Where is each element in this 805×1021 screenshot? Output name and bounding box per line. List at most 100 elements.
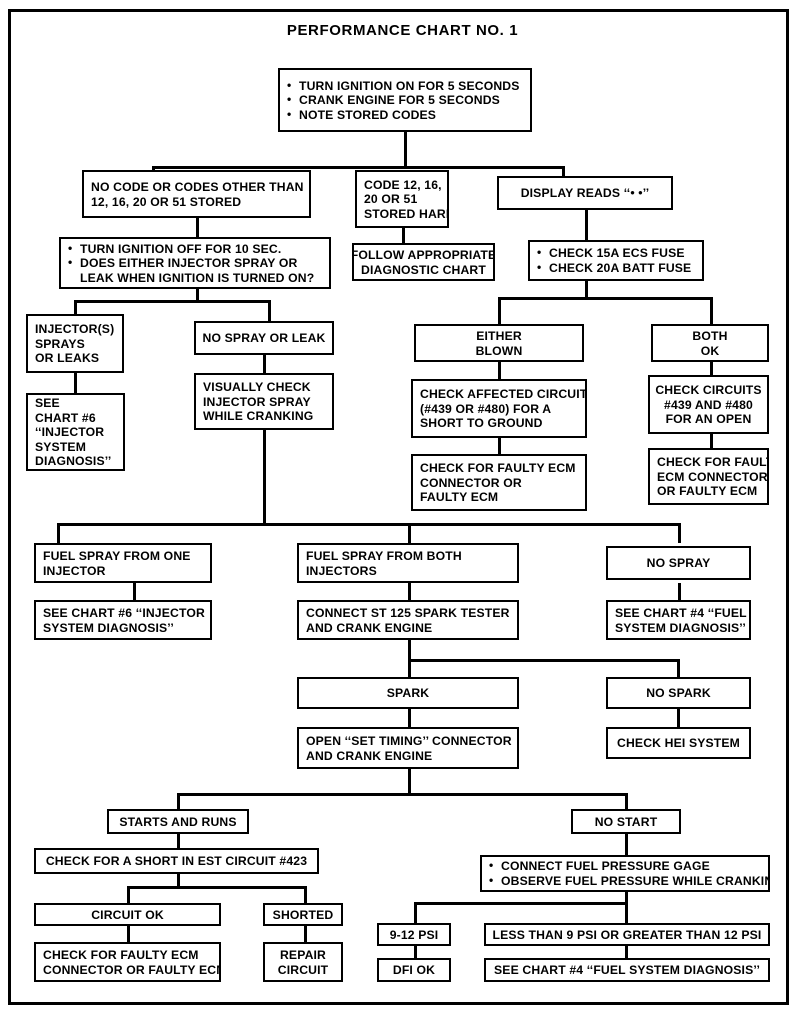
connector-to-shorted — [304, 886, 307, 903]
no-spray-leak-line-1: NO SPRAY OR LEAK — [202, 331, 326, 346]
connector-to-circuit-ok — [127, 886, 130, 903]
node-no-spray[interactable]: NO SPRAY — [606, 546, 751, 580]
node-no-start[interactable]: NO START — [571, 809, 681, 834]
node-connect-st125-spark-tester[interactable]: CONNECT ST 125 SPARK TESTER AND CRANK EN… — [297, 600, 519, 640]
shorted-line-1: SHORTED — [272, 907, 334, 922]
node-display-reads[interactable]: DISPLAY READS ‘‘• •’’ — [497, 176, 673, 210]
node-visually-check-injector-spray[interactable]: VISUALLY CHECK INJECTOR SPRAY WHILE CRAN… — [194, 373, 334, 430]
faulty-ecm-left-line-1: CHECK FOR FAULTY ECM — [420, 461, 576, 476]
node-see-chart-4a[interactable]: SEE CHART #4 ‘‘FUEL SYSTEM DIAGNOSIS’’ — [606, 600, 751, 640]
connector-to-injectors-spray — [74, 300, 77, 314]
check-affected-line-2: (#439 OR #480) FOR A — [420, 401, 552, 416]
node-check-faulty-ecm-right[interactable]: CHECK FOR FAULTY ECM CONNECTOR OR FAULTY… — [648, 448, 769, 505]
start-line-3: NOTE STORED CODES — [287, 107, 523, 123]
connector-to-no-spray-leak — [268, 300, 271, 321]
node-dfi-ok[interactable]: DFI OK — [377, 958, 451, 982]
check-affected-line-3: SHORT TO GROUND — [420, 416, 543, 431]
node-follow-appropriate-chart[interactable]: FOLLOW APPROPRIATE DIAGNOSTIC CHART — [352, 243, 495, 281]
repair-circuit-line-2: CIRCUIT — [277, 962, 329, 977]
node-both-ok[interactable]: BOTH OK — [651, 324, 769, 362]
node-see-chart-4b[interactable]: SEE CHART #4 ‘‘FUEL SYSTEM DIAGNOSIS’’ — [484, 958, 770, 982]
either-blown-line-2: BLOWN — [475, 343, 523, 358]
node-starts-and-runs[interactable]: STARTS AND RUNS — [107, 809, 249, 834]
connector-spraymboth-st125 — [408, 583, 411, 600]
connector-to-psi-bad — [625, 902, 628, 923]
node-psi-out-of-range[interactable]: LESS THAN 9 PSI OR GREATER THAN 12 PSI — [484, 923, 770, 946]
open-set-timing-line-1: OPEN ‘‘SET TIMING’’ CONNECTOR — [306, 733, 512, 748]
connector-spark-opentiming — [408, 709, 411, 727]
connector-to-display-reads — [562, 166, 565, 177]
node-shorted[interactable]: SHORTED — [263, 903, 343, 926]
connector-visual-down — [263, 430, 266, 526]
connector-st125-down — [408, 636, 411, 659]
no-spark-line-1: NO SPARK — [646, 686, 711, 701]
code-hard-line-3: STORED HARD — [364, 206, 449, 221]
injectors-spray-line-3: OR LEAKS — [35, 351, 100, 366]
node-fuel-spray-both-injectors[interactable]: FUEL SPRAY FROM BOTH INJECTORS — [297, 543, 519, 583]
node-9-12-psi[interactable]: 9-12 PSI — [377, 923, 451, 946]
node-check-affected-circuit[interactable]: CHECK AFFECTED CIRCUIT (#439 OR #480) FO… — [411, 379, 587, 438]
node-spark[interactable]: SPARK — [297, 677, 519, 709]
node-code-stored-hard[interactable]: CODE 12, 16, 20 OR 51 STORED HARD — [355, 170, 449, 228]
node-either-blown[interactable]: EITHER BLOWN — [414, 324, 584, 362]
follow-chart-line-2: DIAGNOSTIC CHART — [361, 262, 486, 277]
node-check-circuits-439-480[interactable]: CHECK CIRCUITS #439 AND #480 FOR AN OPEN — [648, 375, 769, 434]
spark-line-1: SPARK — [386, 686, 430, 701]
circuit-ok-line-1: CIRCUIT OK — [91, 907, 164, 922]
connector-spark-bus — [408, 659, 680, 662]
connect-gage-line-1: CONNECT FUEL PRESSURE GAGE — [489, 858, 761, 874]
node-check-fuses[interactable]: CHECK 15A ECS FUSE CHECK 20A BATT FUSE — [528, 240, 704, 281]
check-hei-line-1: CHECK HEI SYSTEM — [617, 736, 740, 751]
start-line-1: TURN IGNITION ON FOR 5 SECONDS — [287, 78, 523, 94]
connector-row1-bus — [152, 166, 565, 169]
node-no-code[interactable]: NO CODE OR CODES OTHER THAN 12, 16, 20 O… — [82, 170, 311, 218]
check-fuses-line-1: CHECK 15A ECS FUSE — [537, 245, 695, 261]
node-see-chart-6-injector-system[interactable]: SEE CHART #6 ‘‘INJECTOR SYSTEM DIAGNOSIS… — [26, 393, 125, 471]
no-start-line-1: NO START — [594, 814, 658, 829]
start-line-2: CRANK ENGINE FOR 5 SECONDS — [287, 92, 523, 108]
connector-to-spark — [408, 659, 411, 677]
see-chart6a-line-4: SYSTEM — [35, 439, 87, 454]
follow-chart-line-1: FOLLOW APPROPRIATE — [352, 247, 495, 262]
node-check-faulty-ecm-left[interactable]: CHECK FOR FAULTY ECM CONNECTOR OR FAULTY… — [411, 454, 587, 511]
node-injectors-spray-or-leak[interactable]: INJECTOR(S) SPRAYS OR LEAKS — [26, 314, 124, 373]
node-connect-fuel-pressure-gage[interactable]: CONNECT FUEL PRESSURE GAGE OBSERVE FUEL … — [480, 855, 770, 892]
check-est-line-1: CHECK FOR A SHORT IN EST CIRCUIT #423 — [45, 854, 308, 869]
connector-shorted-repair — [304, 925, 307, 942]
connector-checkaffected-ecmleft — [498, 438, 501, 454]
faulty-ecm-bottom-line-1: CHECK FOR FAULTY ECM — [43, 947, 199, 962]
node-turn-ignition-off[interactable]: TURN IGNITION OFF FOR 10 SEC. DOES EITHE… — [59, 237, 331, 289]
code-hard-line-2: 20 OR 51 — [364, 192, 418, 207]
check-circuits-line-2: #439 AND #480 — [664, 397, 753, 412]
node-no-spark[interactable]: NO SPARK — [606, 677, 751, 709]
display-reads-line-1: DISPLAY READS ‘‘• •’’ — [520, 186, 650, 201]
injectors-spray-line-1: INJECTOR(S) — [35, 322, 115, 337]
node-fuel-spray-one-injector[interactable]: FUEL SPRAY FROM ONE INJECTOR — [34, 543, 212, 583]
connector-to-either-blown — [498, 297, 501, 324]
node-check-est-circuit-423[interactable]: CHECK FOR A SHORT IN EST CIRCUIT #423 — [34, 848, 319, 874]
connector-display-fuses — [585, 209, 588, 240]
see-chart4a-line-2: SYSTEM DIAGNOSIS’’ — [615, 620, 746, 635]
connector-both-checkcircuits — [710, 362, 713, 375]
node-circuit-ok[interactable]: CIRCUIT OK — [34, 903, 221, 926]
both-ok-line-2: OK — [700, 343, 720, 358]
connector-psibad-seechart4b — [625, 945, 628, 958]
connector-to-spray-both — [408, 523, 411, 543]
see-chart6a-line-1: SEE — [35, 396, 60, 411]
see-chart6a-line-5: DIAGNOSIS’’ — [35, 454, 112, 469]
connector-either-checkaffected — [498, 362, 501, 379]
connector-to-starts-and-runs — [177, 793, 180, 809]
connector-to-psi-ok — [414, 902, 417, 923]
connector-nospray-visual — [263, 355, 266, 373]
faulty-ecm-left-line-3: FAULTY ECM — [420, 490, 499, 505]
node-check-faulty-ecm-bottom[interactable]: CHECK FOR FAULTY ECM CONNECTOR OR FAULTY… — [34, 942, 221, 982]
node-repair-circuit[interactable]: REPAIR CIRCUIT — [263, 942, 343, 982]
node-see-chart-6b[interactable]: SEE CHART #6 ‘‘INJECTOR SYSTEM DIAGNOSIS… — [34, 600, 212, 640]
node-check-hei-system[interactable]: CHECK HEI SYSTEM — [606, 727, 751, 759]
node-start[interactable]: TURN IGNITION ON FOR 5 SECONDS CRANK ENG… — [278, 68, 532, 132]
either-blown-line-1: EITHER — [476, 328, 522, 343]
connect-st125-line-2: AND CRANK ENGINE — [306, 620, 433, 635]
node-open-set-timing-connector[interactable]: OPEN ‘‘SET TIMING’’ CONNECTOR AND CRANK … — [297, 727, 519, 769]
node-no-spray-or-leak[interactable]: NO SPRAY OR LEAK — [194, 321, 334, 355]
connector-nospray-seechart4a — [678, 583, 681, 600]
